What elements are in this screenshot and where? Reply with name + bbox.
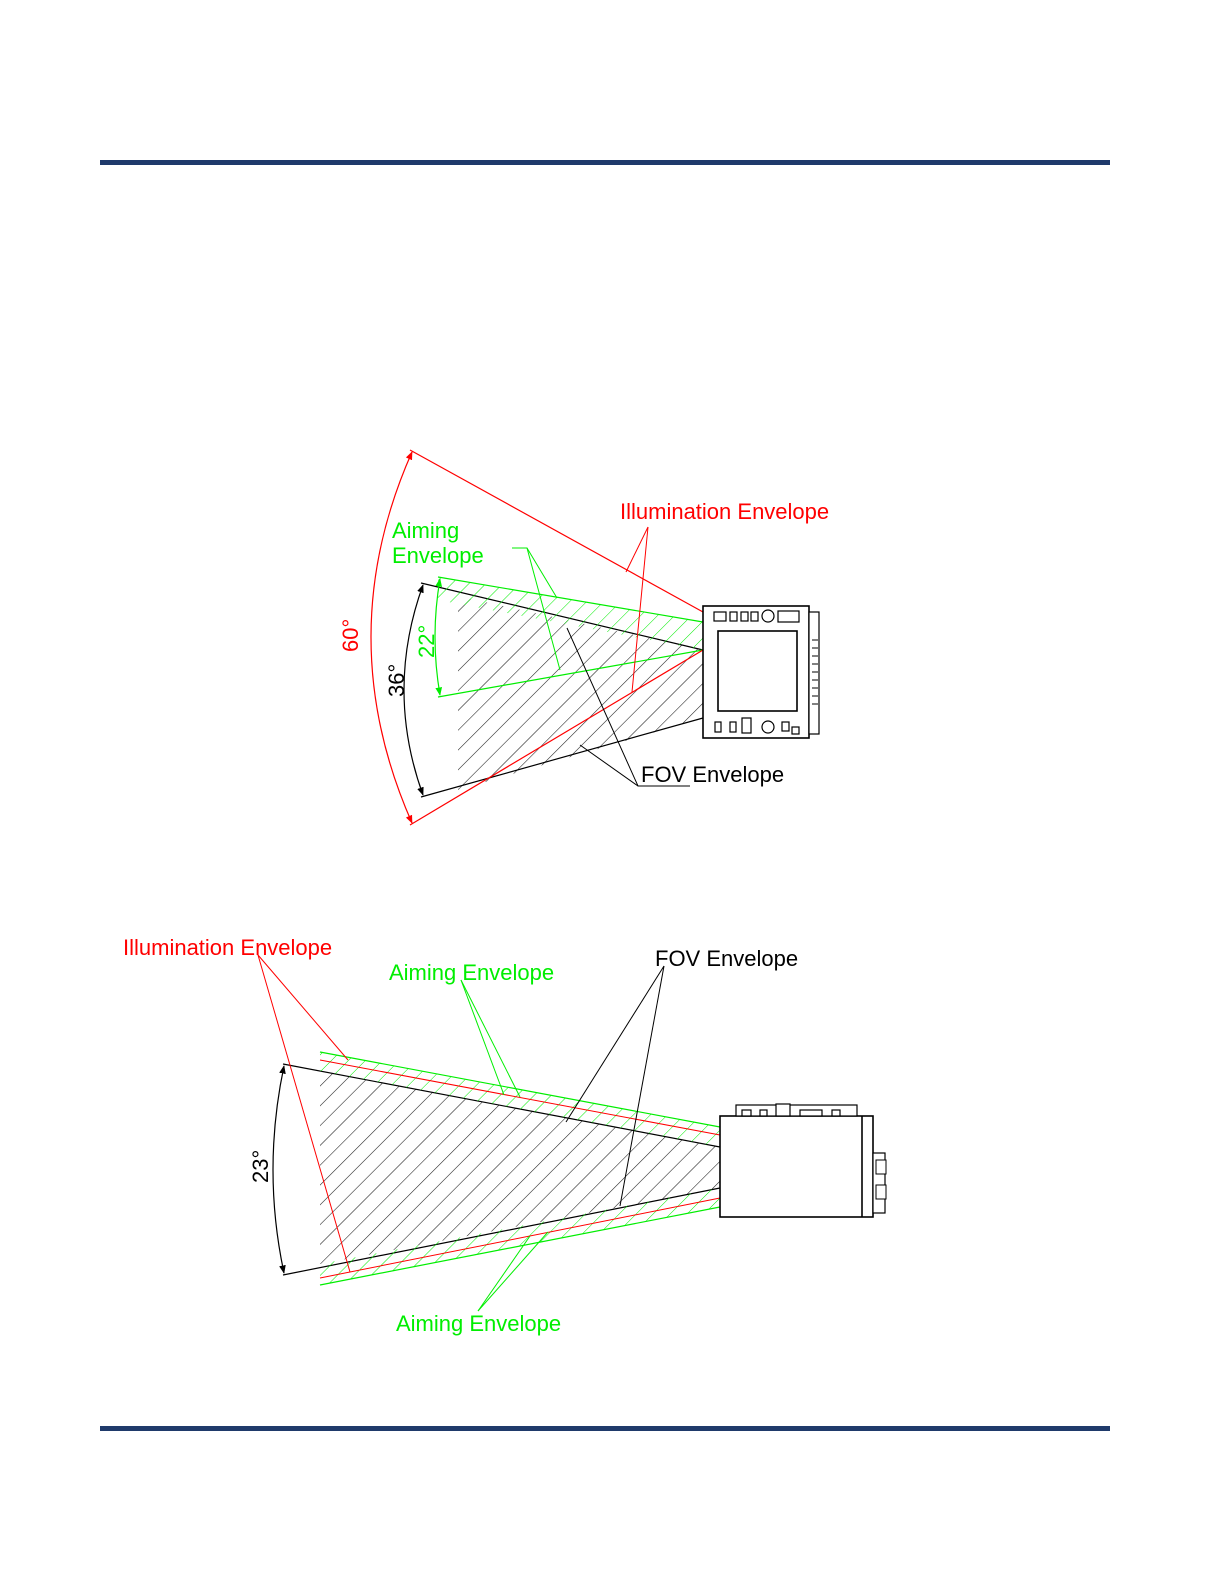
top-aiming-label-line2: Envelope: [392, 543, 484, 568]
fov-angle-label: 36°: [384, 664, 409, 697]
side-aiming-top-leader: [461, 980, 504, 1095]
aiming-angle-label: 22°: [414, 625, 439, 658]
side-aiming-label-bottom: Aiming Envelope: [396, 1311, 561, 1336]
top-view: Illumination Envelope Aiming Envelope FO…: [338, 450, 829, 825]
illumination-angle-arc: [371, 452, 412, 823]
side-illumination-leader: [258, 955, 348, 1060]
top-aiming-label-line1: Aiming: [392, 518, 459, 543]
top-illumination-label: Illumination Envelope: [620, 499, 829, 524]
side-fov-label: FOV Envelope: [655, 946, 798, 971]
illumination-angle-label: 60°: [338, 619, 363, 652]
side-illumination-label: Illumination Envelope: [123, 935, 332, 960]
side-aiming-label-top: Aiming Envelope: [389, 960, 554, 985]
side-fov-angle-label: 23°: [248, 1150, 273, 1183]
scan-engine-front-view: [703, 606, 819, 738]
top-fov-label: FOV Envelope: [641, 762, 784, 787]
side-fov-angle-arc: [273, 1066, 284, 1273]
scan-engine-side-view: [720, 1104, 886, 1217]
side-aiming-top-leader-2: [461, 980, 520, 1097]
side-view: Illumination Envelope Aiming Envelope FO…: [123, 935, 886, 1336]
